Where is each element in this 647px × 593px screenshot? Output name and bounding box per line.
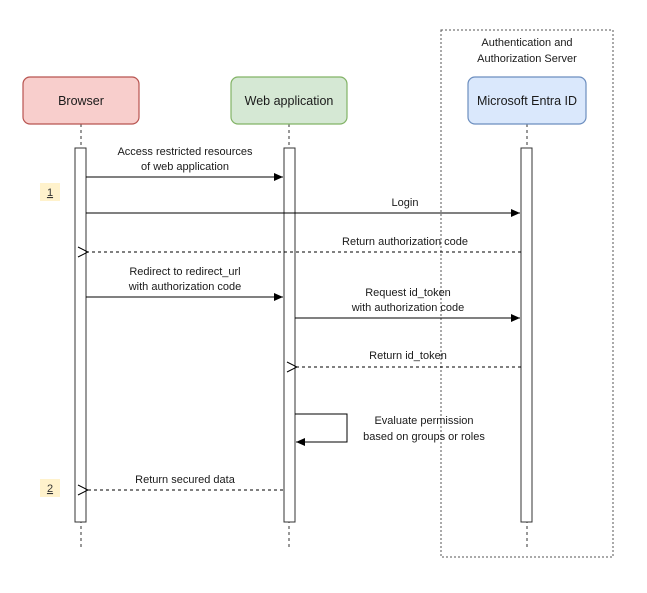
msg-redirect-line2: with authorization code xyxy=(128,281,242,293)
actor-browser: Browser xyxy=(22,76,140,125)
auth-server-group: Authentication and Authorization Server xyxy=(440,29,614,558)
msg-request-token-line2: with authorization code xyxy=(351,302,465,314)
msg-redirect-line1: Redirect to redirect_url xyxy=(129,266,240,278)
step-badge-1: 1 xyxy=(40,183,60,201)
step-badge-2: 2 xyxy=(40,479,60,497)
message-access-resources: Access restricted resources of web appli… xyxy=(86,146,283,181)
msg-evaluate-line2: based on groups or roles xyxy=(363,431,485,443)
msg-return-secured-data: Return secured data xyxy=(135,474,236,486)
actor-webapp: Web application xyxy=(230,76,348,125)
actor-entra-label: Microsoft Entra ID xyxy=(477,94,577,108)
msg-evaluate-line1: Evaluate permission xyxy=(374,415,473,427)
browser-activation xyxy=(74,147,87,523)
msg-access-line2: of web application xyxy=(141,161,229,173)
webapp-activation xyxy=(283,147,296,523)
message-request-id-token: Request id_token with authorization code xyxy=(295,287,520,322)
msg-access-line1: Access restricted resources xyxy=(117,146,253,158)
message-evaluate-permission: Evaluate permission based on groups or r… xyxy=(295,413,485,446)
actor-entra: Microsoft Entra ID xyxy=(467,76,587,125)
msg-return-id-token: Return id_token xyxy=(369,350,447,362)
step-2-label: 2 xyxy=(47,483,53,495)
message-redirect: Redirect to redirect_url with authorizat… xyxy=(86,266,283,301)
msg-return-auth-code: Return authorization code xyxy=(342,236,468,248)
actor-webapp-label: Web application xyxy=(245,94,334,108)
msg-request-token-line1: Request id_token xyxy=(365,287,451,299)
server-group-title-line2: Authorization Server xyxy=(477,53,577,65)
actor-browser-label: Browser xyxy=(58,94,104,108)
entra-activation xyxy=(520,147,533,523)
message-return-auth-code: Return authorization code xyxy=(88,236,521,252)
server-group-title-line1: Authentication and xyxy=(481,37,572,49)
message-return-secured-data: Return secured data xyxy=(88,474,283,490)
step-1-label: 1 xyxy=(47,187,53,199)
message-login: Login xyxy=(86,197,520,217)
msg-login: Login xyxy=(392,197,419,209)
arrow-evaluate-permission xyxy=(295,413,348,446)
message-return-id-token: Return id_token xyxy=(297,350,521,367)
